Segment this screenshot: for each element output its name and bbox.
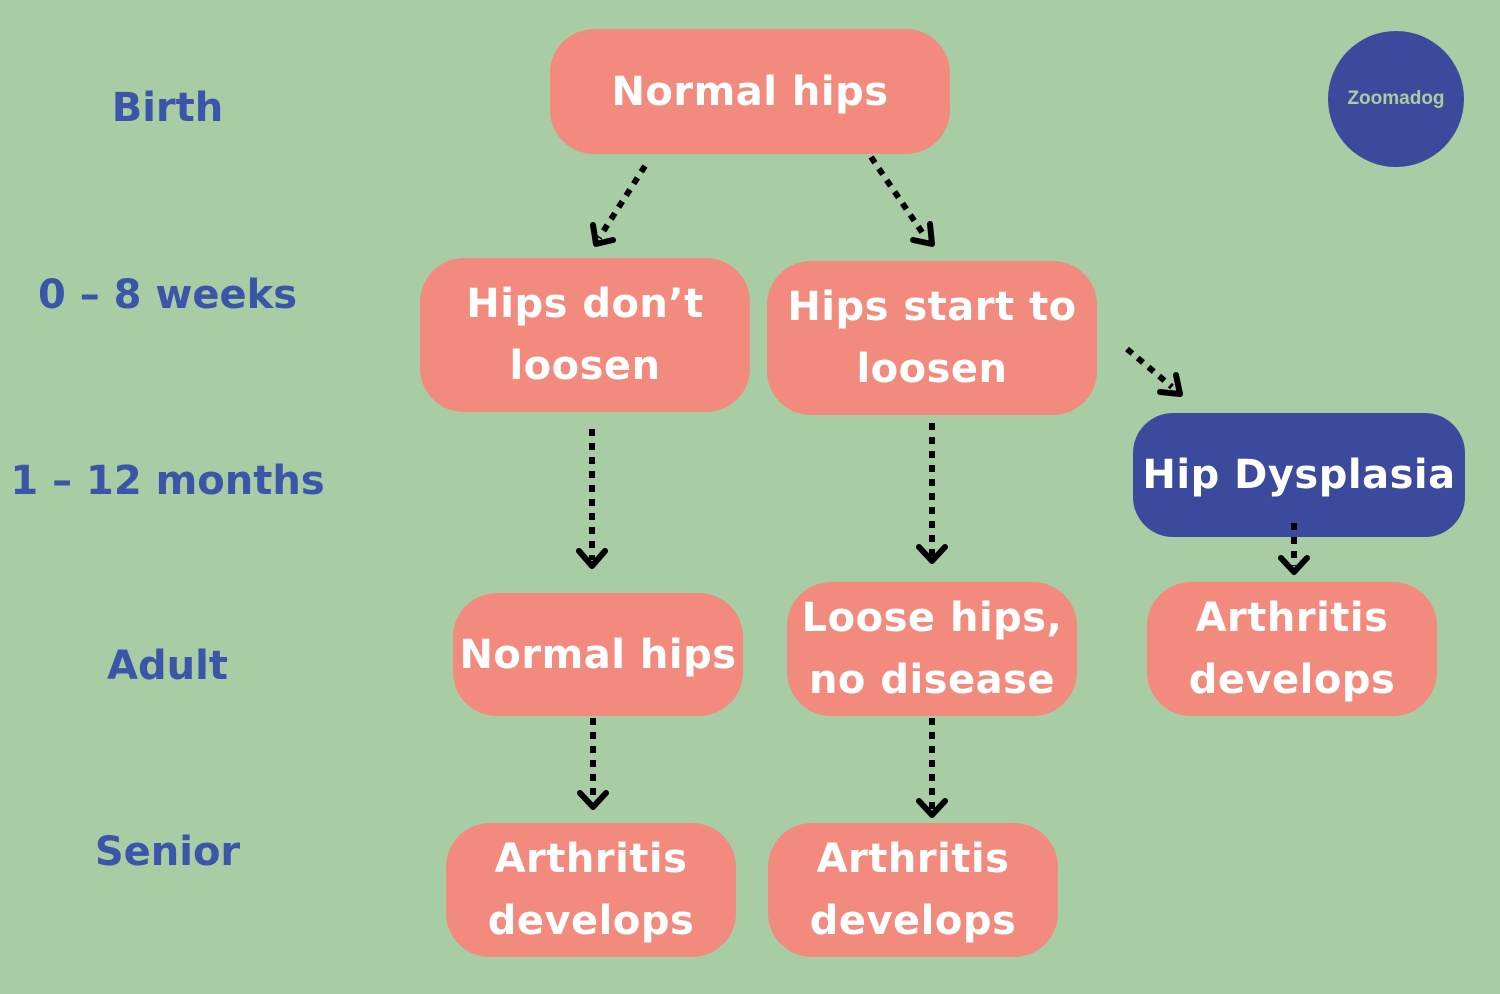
arrowhead (590, 222, 616, 247)
node-arthritis-develops-left: Arthritis develops (446, 823, 736, 957)
arrowhead (1157, 372, 1183, 397)
arrow-start-loosen-to-dysplasia (1125, 346, 1174, 390)
node-line: loosen (856, 346, 1008, 392)
node-hips-start-to-loosen: Hips start to loosen (767, 261, 1097, 415)
node-arthritis-develops-middle: Arthritis develops (768, 823, 1058, 957)
node-line: Hips don’t (466, 281, 704, 327)
arrowhead (916, 798, 948, 818)
node-line: Hip Dysplasia (1142, 452, 1456, 498)
arrowhead (910, 221, 935, 247)
node-normal-hips-birth: Normal hips (550, 29, 950, 154)
node-loose-hips-no-disease: Loose hips, no disease (787, 582, 1077, 716)
arrowhead (577, 790, 609, 810)
arrowhead (576, 548, 608, 569)
node-hip-dysplasia: Hip Dysplasia (1133, 413, 1465, 537)
node-line: Arthritis (1195, 595, 1389, 641)
stage-label-senior: Senior (94, 829, 241, 875)
node-line: Loose hips, (801, 595, 1063, 641)
arrow-birth-to-dont-loosen (596, 164, 648, 240)
node-line: Arthritis (494, 836, 688, 882)
node-line: Arthritis (816, 836, 1010, 882)
stage-label-0-8-weeks: 0 – 8 weeks (37, 272, 298, 318)
node-line: develops (1188, 657, 1396, 703)
arrow-birth-to-start-loosen (868, 155, 929, 240)
stage-label-1-12-months: 1 – 12 months (10, 458, 325, 504)
node-line: loosen (509, 343, 661, 389)
node-line: Normal hips (611, 68, 889, 115)
stage-label-adult: Adult (107, 643, 228, 689)
node-line: Hips start to (787, 284, 1077, 330)
node-arthritis-develops-dysplasia: Arthritis develops (1147, 582, 1437, 716)
node-hips-dont-loosen: Hips don’t loosen (420, 258, 750, 412)
node-line: develops (809, 898, 1017, 944)
node-line: develops (487, 898, 695, 944)
stage-label-birth: Birth (111, 85, 224, 131)
arrowhead (916, 544, 948, 564)
arrowhead (1278, 555, 1310, 575)
zoomadog-logo: Zoomadog (1328, 31, 1464, 167)
node-line: no disease (808, 657, 1056, 703)
node-normal-hips-adult: Normal hips (453, 593, 743, 716)
node-line: Normal hips (459, 631, 737, 678)
